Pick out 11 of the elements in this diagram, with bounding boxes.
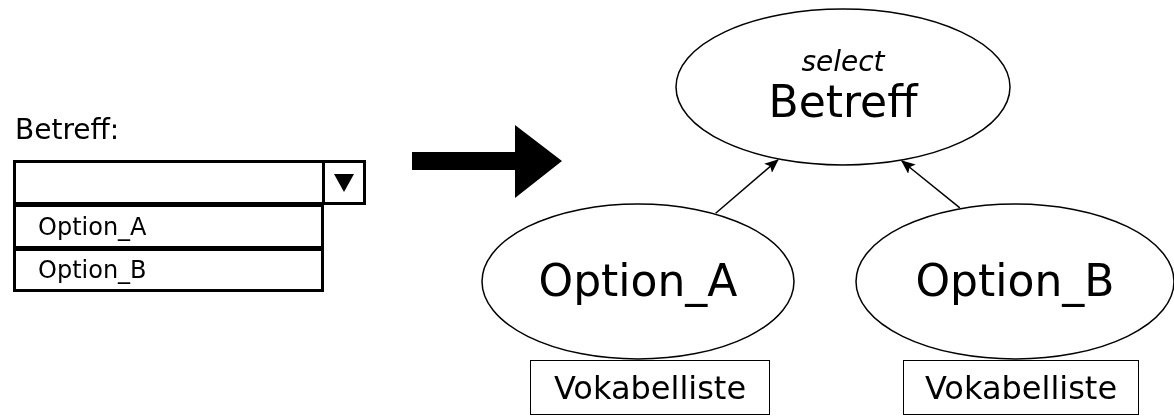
text-box: Vokabelliste [530,360,770,415]
keyword-label: select [801,47,885,79]
node-label: Betreff [768,78,918,127]
ellipse-node: Option_A [481,203,795,360]
field-label: Betreff: [15,112,120,148]
arrow [714,159,779,215]
dropdown-option: Option_A [13,204,324,249]
text-box: Vokabelliste [903,360,1139,415]
dropdown-option: Option_B [13,248,324,292]
arrow [901,160,961,209]
ellipse-node [675,8,1011,166]
